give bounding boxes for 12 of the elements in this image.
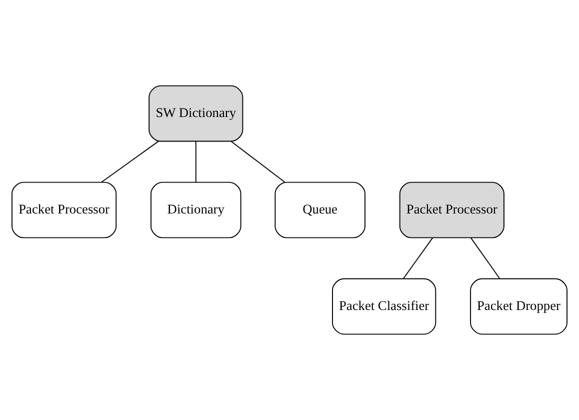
node-box: SW Dictionary — [148, 85, 244, 142]
node-box: Packet Dropper — [470, 278, 568, 335]
connector — [230, 140, 286, 183]
connector — [402, 237, 434, 280]
node-box: Packet Processor — [12, 182, 117, 238]
node-box: Queue — [274, 182, 366, 238]
connector — [195, 140, 196, 183]
node-box: Packet Processor — [399, 182, 504, 238]
node-box: Dictionary — [150, 182, 242, 238]
connector — [470, 237, 500, 280]
connector — [101, 140, 159, 183]
node-box: Packet Classifier — [332, 278, 436, 335]
